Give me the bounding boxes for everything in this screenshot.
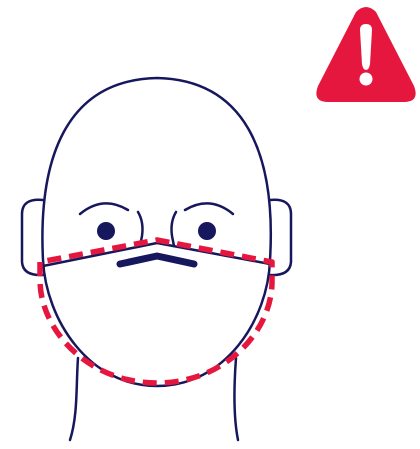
nose-right-line <box>172 212 177 246</box>
neck-left-line <box>70 358 78 440</box>
head-outline <box>42 78 270 386</box>
neck-right-line <box>234 358 238 440</box>
left-eyebrow <box>80 203 128 214</box>
mouth <box>120 256 194 264</box>
left-eye <box>97 222 115 240</box>
right-eye <box>198 222 216 240</box>
mask-seal-outline-icon <box>40 240 272 383</box>
warning-exclamation-dot <box>360 73 373 86</box>
right-eyebrow <box>185 203 233 214</box>
warning-icon <box>316 7 415 102</box>
